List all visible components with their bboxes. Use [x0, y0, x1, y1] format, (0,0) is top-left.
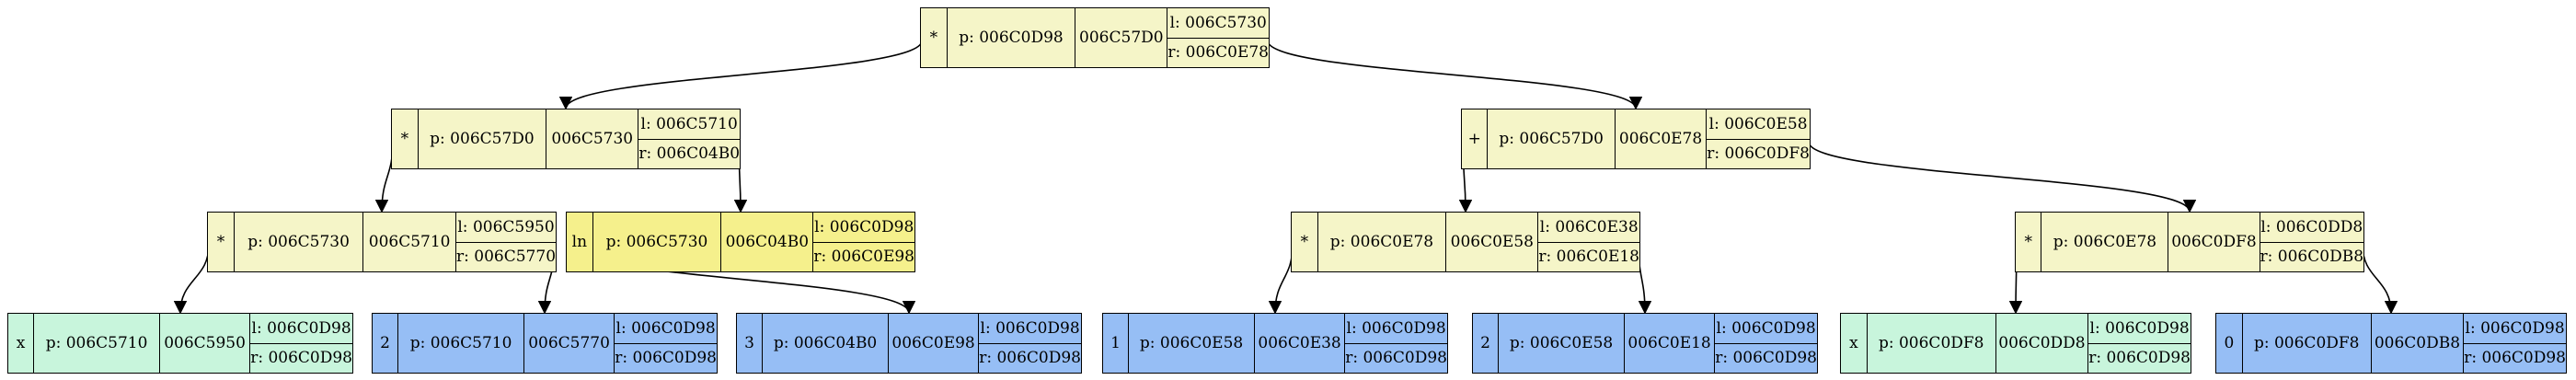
node-right-pointer: r: 006C0E98	[813, 248, 914, 267]
node-left-pointer: l: 006C0D98	[1715, 314, 1817, 344]
tree-node-mul4: * p: 006C0E78 006C0DF8 l: 006C0DD8 r: 00…	[2015, 212, 2364, 272]
tree-node-x1: x p: 006C5710 006C5950 l: 006C0D98 r: 00…	[7, 313, 353, 374]
node-value: *	[921, 8, 948, 67]
node-left-pointer: l: 006C0D98	[250, 314, 352, 344]
node-parent-pointer: p: 006C5710	[398, 314, 524, 373]
node-value: 0	[2216, 314, 2243, 373]
tree-node-x2: x p: 006C0DF8 006C0DD8 l: 006C0D98 r: 00…	[1840, 313, 2191, 374]
tree-node-ln: ln p: 006C5730 006C04B0 l: 006C0D98 r: 0…	[566, 212, 915, 272]
node-value: *	[392, 109, 419, 168]
node-address: 006C5770	[524, 314, 615, 373]
node-left-pointer: l: 006C5710	[638, 109, 741, 140]
tree-node-mul2: * p: 006C5730 006C5710 l: 006C5950 r: 00…	[207, 212, 557, 272]
node-address: 006C0DB8	[2372, 314, 2465, 373]
node-parent-pointer: p: 006C57D0	[419, 109, 547, 168]
tree-node-n2a: 2 p: 006C5710 006C5770 l: 006C0D98 r: 00…	[372, 313, 718, 374]
node-left-pointer: l: 006C0D98	[615, 314, 717, 344]
node-value: 2	[373, 314, 399, 373]
node-address: 006C5730	[546, 109, 639, 168]
node-right-pointer: r: 006C5770	[456, 248, 557, 267]
node-address: 006C0E98	[889, 314, 980, 373]
edge-root-plus	[1267, 40, 1643, 110]
node-parent-pointer: p: 006C0E78	[2041, 213, 2169, 271]
tree-node-n2b: 2 p: 006C0E58 006C0E18 l: 006C0D98 r: 00…	[1472, 313, 1818, 374]
node-address: 006C0E38	[1255, 314, 1346, 373]
tree-node-n1: 1 p: 006C0E58 006C0E38 l: 006C0D98 r: 00…	[1102, 313, 1448, 374]
node-parent-pointer: p: 006C0DF8	[1868, 314, 1996, 373]
node-address: 006C0DD8	[1996, 314, 2089, 373]
node-address: 006C04B0	[721, 213, 814, 271]
tree-node-n3: 3 p: 006C04B0 006C0E98 l: 006C0D98 r: 00…	[736, 313, 1082, 374]
edge-mul4-n0	[2362, 245, 2398, 315]
node-right-pointer: r: 006C0D98	[1345, 349, 1447, 368]
node-left-pointer: l: 006C5730	[1167, 8, 1269, 39]
node-left-pointer: l: 006C0D98	[813, 213, 914, 243]
node-parent-pointer: p: 006C0E58	[1499, 314, 1625, 373]
node-left-pointer: l: 006C0D98	[1345, 314, 1447, 344]
node-parent-pointer: p: 006C5730	[235, 213, 364, 271]
node-parent-pointer: p: 006C0DF8	[2243, 314, 2372, 373]
node-value: 3	[737, 314, 764, 373]
node-value: x	[1841, 314, 1868, 373]
node-parent-pointer: p: 006C0D98	[948, 8, 1076, 67]
edge-root-mul1	[558, 40, 923, 110]
node-parent-pointer: p: 006C0E78	[1318, 213, 1447, 271]
node-parent-pointer: p: 006C57D0	[1488, 109, 1616, 168]
node-value: ln	[567, 213, 593, 271]
node-right-pointer: r: 006C0D98	[615, 349, 717, 368]
node-address: 006C57D0	[1075, 8, 1168, 67]
node-right-pointer: r: 006C0D98	[2088, 349, 2191, 368]
node-left-pointer: l: 006C0E38	[1538, 213, 1639, 243]
node-right-pointer: r: 006C0D98	[979, 349, 1081, 368]
node-parent-pointer: p: 006C04B0	[763, 314, 889, 373]
tree-node-mul3: * p: 006C0E78 006C0E58 l: 006C0E38 r: 00…	[1291, 212, 1640, 272]
node-left-pointer: l: 006C0E58	[1707, 109, 1810, 140]
node-address: 006C0DF8	[2168, 213, 2260, 271]
edge-plus-mul4	[1808, 142, 2197, 213]
node-address: 006C0E58	[1446, 213, 1539, 271]
node-parent-pointer: p: 006C0E58	[1129, 314, 1255, 373]
tree-node-root: * p: 006C0D98 006C57D0 l: 006C5730 r: 00…	[920, 7, 1270, 68]
node-value: 1	[1103, 314, 1130, 373]
node-right-pointer: r: 006C0D98	[2464, 349, 2566, 368]
node-right-pointer: r: 006C0DB8	[2260, 248, 2364, 267]
node-left-pointer: l: 006C0D98	[2088, 314, 2191, 344]
node-address: 006C5950	[160, 314, 251, 373]
node-value: x	[8, 314, 35, 373]
node-value: 2	[1473, 314, 1500, 373]
node-address: 006C5710	[363, 213, 457, 271]
node-right-pointer: r: 006C0D98	[250, 349, 352, 368]
node-value: +	[1462, 109, 1489, 168]
edge-mul2-x1	[173, 245, 210, 315]
node-right-pointer: r: 006C0D98	[1715, 349, 1817, 368]
node-value: *	[208, 213, 235, 271]
node-right-pointer: r: 006C04B0	[638, 144, 741, 164]
node-left-pointer: l: 006C0DD8	[2260, 213, 2364, 243]
tree-node-mul1: * p: 006C57D0 006C5730 l: 006C5710 r: 00…	[391, 109, 741, 169]
node-left-pointer: l: 006C0D98	[979, 314, 1081, 344]
node-parent-pointer: p: 006C5710	[34, 314, 160, 373]
tree-node-plus: + p: 006C57D0 006C0E78 l: 006C0E58 r: 00…	[1461, 109, 1811, 169]
node-left-pointer: l: 006C5950	[456, 213, 557, 243]
tree-node-n0: 0 p: 006C0DF8 006C0DB8 l: 006C0D98 r: 00…	[2215, 313, 2567, 374]
node-left-pointer: l: 006C0D98	[2464, 314, 2566, 344]
node-parent-pointer: p: 006C5730	[593, 213, 722, 271]
node-address: 006C0E18	[1625, 314, 1716, 373]
node-right-pointer: r: 006C0E18	[1538, 248, 1639, 267]
node-address: 006C0E78	[1616, 109, 1708, 168]
node-right-pointer: r: 006C0E78	[1167, 43, 1269, 63]
node-value: *	[1292, 213, 1318, 271]
node-value: *	[2016, 213, 2042, 271]
node-right-pointer: r: 006C0DF8	[1707, 144, 1810, 164]
